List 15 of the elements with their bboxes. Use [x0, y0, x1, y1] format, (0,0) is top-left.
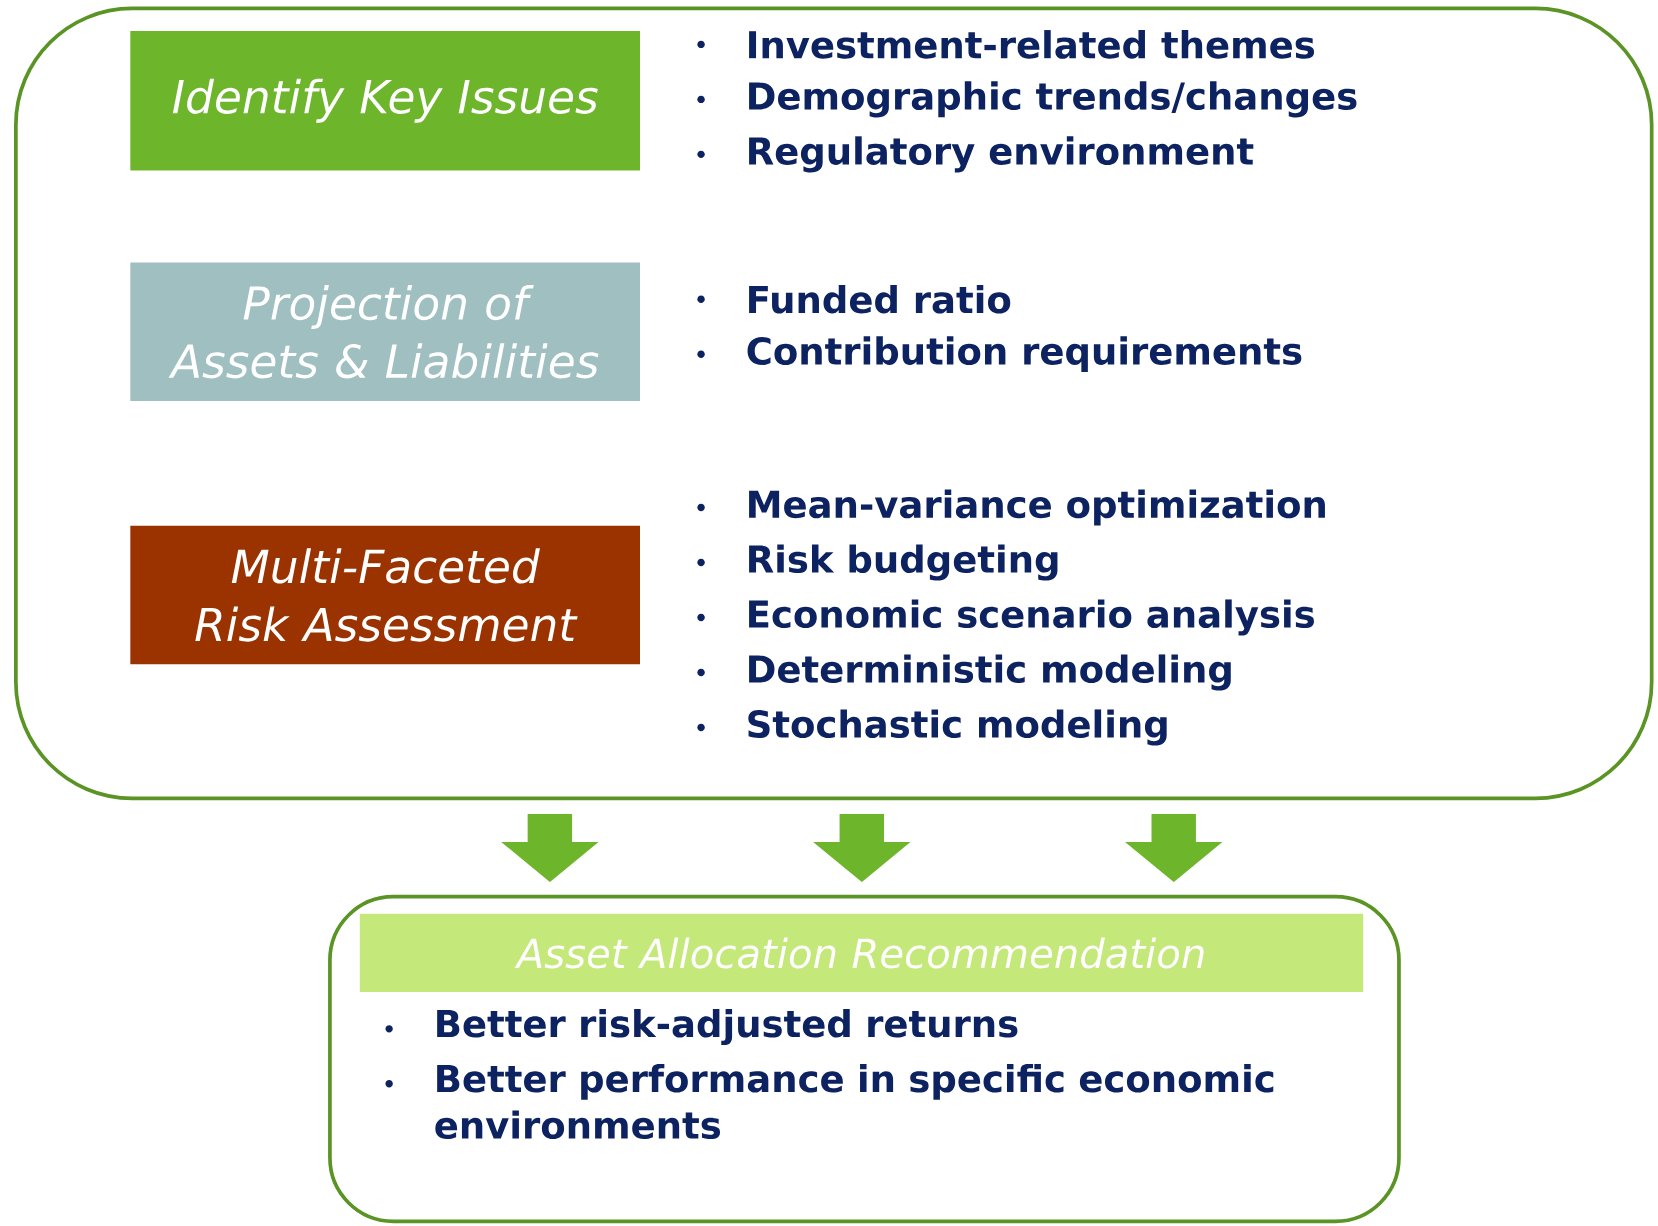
bullet-item: Investment-related themes [697, 30, 1315, 59]
bullet-item: Stochastic modeling [697, 709, 1167, 746]
bullet-item: Risk budgeting [697, 544, 1058, 581]
heading-box: Projection of Assets & Liabilities [130, 262, 640, 402]
bullet-item: Funded ratio [697, 285, 1011, 314]
heading-box: Asset Allocation Recommendation [359, 914, 1364, 993]
group-box [14, 6, 1654, 801]
bullet-item: Economic scenario analysis [697, 599, 1314, 636]
bullet-item: Demographic trends/changes [697, 81, 1357, 118]
heading-box: Multi-Faceted Risk Assessment [130, 526, 640, 665]
bullet-item: Mean-variance optimization [697, 489, 1325, 526]
bullet-item: Regulatory environment [697, 136, 1254, 173]
bullet-item: Deterministic modeling [697, 654, 1231, 691]
bullet-item: Contribution requirements [697, 336, 1302, 373]
heading-box: Identify Key Issues [130, 31, 640, 171]
